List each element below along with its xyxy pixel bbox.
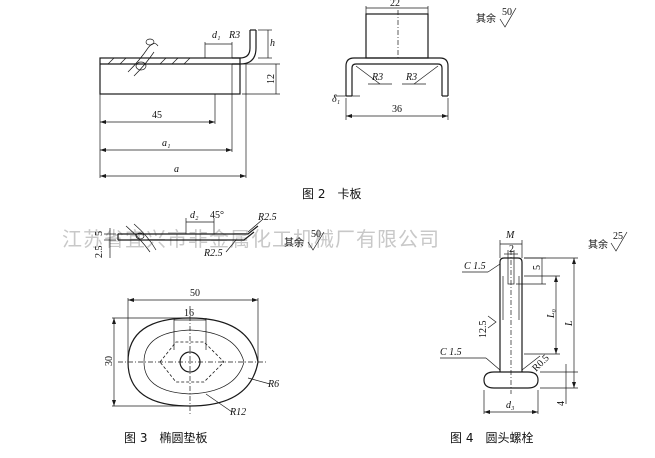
dim-d1: d₁ xyxy=(212,30,220,41)
dim-50: 50 xyxy=(190,288,200,299)
roughness-value: 50 xyxy=(502,7,512,18)
dim-2-5: 2.5 xyxy=(94,246,105,259)
dim-d3: d₃ xyxy=(506,400,515,411)
roughness-value: 50 xyxy=(311,229,321,240)
roughness-label: 其余 xyxy=(476,12,496,25)
fig4-round-head-bolt: M 2 5 C 1.5 12.5 C 1.5 R0.5 L₀ xyxy=(440,230,578,414)
fig2-caption: 图 2 卡板 xyxy=(302,187,361,201)
dim-12: 12 xyxy=(266,74,277,84)
dim-4: 4 xyxy=(556,401,567,406)
fig4-caption: 图 4 圆头螺栓 xyxy=(450,430,533,445)
dim-l: L xyxy=(564,320,575,327)
dim-r3-left: R3 xyxy=(371,72,383,83)
dim-a1: a₁ xyxy=(162,138,170,149)
dim-45: 45 xyxy=(152,110,162,121)
roughness-label: 其余 xyxy=(588,238,608,251)
fig2-end-view: 22 R3 R3 δ₁ 36 xyxy=(332,0,449,120)
dim-2: 2 xyxy=(509,244,514,255)
fig2-side-view: d₁ R3 h 12 45 a₁ a xyxy=(99,29,280,178)
dim-r05: R0.5 xyxy=(530,353,551,374)
dim-h: h xyxy=(270,38,275,49)
roughness-check-icon xyxy=(307,231,325,251)
dim-5-mid: 5 xyxy=(94,231,105,236)
dim-r3-top: R3 xyxy=(228,30,240,41)
dim-l0: L₀ xyxy=(546,308,557,319)
fig3-oval-pad: 50 16 30 R6 R12 xyxy=(104,288,279,418)
dim-r12: R12 xyxy=(229,407,246,418)
dim-22: 22 xyxy=(390,0,400,9)
dim-45-degree: 45° xyxy=(210,210,224,221)
dim-r3-right: R3 xyxy=(405,72,417,83)
dim-r25-top: R2.5 xyxy=(257,212,277,223)
fig3-caption: 图 3 椭圆垫板 xyxy=(124,430,207,445)
dim-r25-bottom: R2.5 xyxy=(203,248,223,259)
watermark-text: 江苏省宜兴市非金属化工机械厂有限公司 xyxy=(62,227,440,251)
roughness-check-icon xyxy=(610,231,628,252)
dim-36: 36 xyxy=(392,104,402,115)
dim-r6: R6 xyxy=(267,379,279,390)
dim-m: M xyxy=(505,230,515,241)
mid-roughness-note: 其余 50 xyxy=(284,229,325,251)
dim-c15-bottom: C 1.5 xyxy=(440,347,462,358)
dim-12-5: 12.5 xyxy=(478,321,489,339)
dim-a: a xyxy=(174,164,179,175)
fig4-roughness-note: 其余 25 xyxy=(588,231,628,252)
dim-16: 16 xyxy=(184,308,194,319)
dim-5-bolt: 5 xyxy=(532,265,543,270)
dim-delta1: δ₁ xyxy=(332,94,340,105)
dim-30: 30 xyxy=(104,356,115,366)
roughness-check-icon xyxy=(499,7,517,28)
fig2-roughness-note: 其余 50 xyxy=(476,7,517,28)
roughness-value: 25 xyxy=(613,231,623,242)
dim-c15-top: C 1.5 xyxy=(464,261,486,272)
dim-d2: d₂ xyxy=(190,210,199,221)
fig-mid-section: d₂ 45° R2.5 R2.5 5 2.5 xyxy=(94,210,277,259)
roughness-label: 其余 xyxy=(284,236,304,249)
